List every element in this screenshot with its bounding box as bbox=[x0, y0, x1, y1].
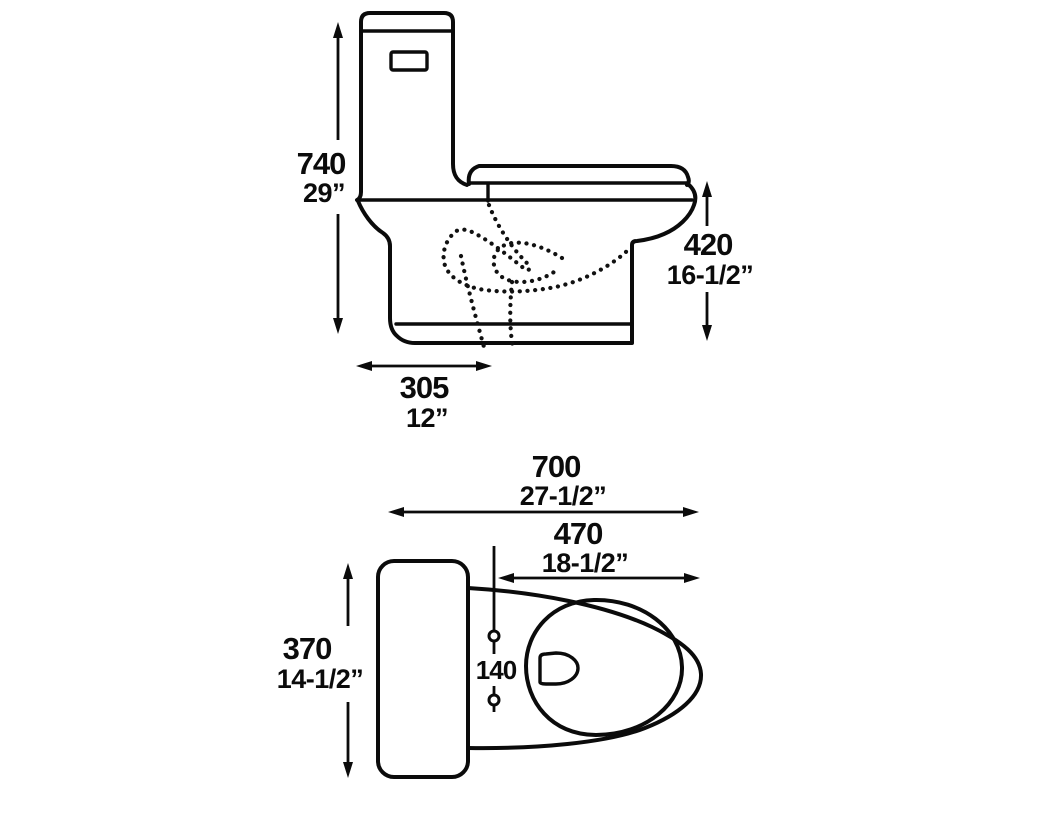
arrow-left-icon bbox=[388, 507, 404, 517]
dim-overall-height-mm: 740 bbox=[297, 146, 346, 181]
dim-rough-in-inch: 12” bbox=[406, 403, 448, 433]
dim-bowl-length: 470 18-1/2” bbox=[498, 516, 700, 583]
arrow-right-icon bbox=[684, 573, 700, 583]
top-view: 140 bbox=[376, 546, 704, 779]
arrow-right-icon bbox=[683, 507, 699, 517]
arrow-down-icon bbox=[702, 325, 712, 341]
trapway-dotted-inner bbox=[491, 240, 565, 285]
bowl-pedestal-outline bbox=[356, 182, 698, 345]
dim-seat-height-inch: 16-1/2” bbox=[667, 260, 754, 290]
dim-overall-width: 370 14-1/2” bbox=[277, 563, 364, 778]
water-spot bbox=[538, 651, 580, 686]
trapway-dotted-outer bbox=[441, 202, 634, 294]
dim-overall-width-inch: 14-1/2” bbox=[277, 664, 364, 694]
dim-rough-in-mm: 305 bbox=[400, 370, 449, 405]
dim-overall-length: 700 27-1/2” bbox=[388, 449, 699, 517]
side-view bbox=[355, 11, 698, 351]
dim-seat-height-mm: 420 bbox=[684, 227, 733, 262]
seat-lid bbox=[466, 164, 691, 187]
dim-overall-length-inch: 27-1/2” bbox=[520, 481, 607, 511]
arrow-up-icon bbox=[333, 22, 343, 38]
dim-seat-height: 420 16-1/2” bbox=[667, 181, 754, 341]
arrow-up-icon bbox=[702, 181, 712, 197]
arrow-down-icon bbox=[343, 762, 353, 778]
dim-bowl-length-inch: 18-1/2” bbox=[542, 548, 629, 578]
dim-overall-height: 740 29” bbox=[297, 22, 346, 334]
outlet-dotted-right bbox=[508, 279, 516, 351]
arrow-up-icon bbox=[343, 563, 353, 579]
arrow-left-icon bbox=[498, 573, 514, 583]
dim-overall-height-inch: 29” bbox=[303, 178, 345, 208]
arrow-right-icon bbox=[476, 361, 492, 371]
dim-overall-length-mm: 700 bbox=[532, 449, 581, 484]
tank-top-outline bbox=[376, 559, 470, 779]
dim-overall-width-mm: 370 bbox=[283, 631, 332, 666]
tank-outline bbox=[355, 11, 469, 202]
dim-bowl-length-mm: 470 bbox=[554, 516, 603, 551]
dim-rough-in: 305 12” bbox=[356, 361, 492, 433]
dim-bolt-spacing-mm: 140 bbox=[476, 655, 517, 685]
arrow-down-icon bbox=[333, 318, 343, 334]
outlet-dotted-left bbox=[458, 253, 487, 350]
bolt-hole-top bbox=[487, 629, 501, 643]
flush-button bbox=[389, 50, 429, 72]
bowl-opening-outline bbox=[524, 597, 685, 737]
arrow-left-icon bbox=[356, 361, 372, 371]
bolt-hole-bottom bbox=[487, 693, 501, 707]
seat-outer-outline bbox=[466, 586, 704, 751]
